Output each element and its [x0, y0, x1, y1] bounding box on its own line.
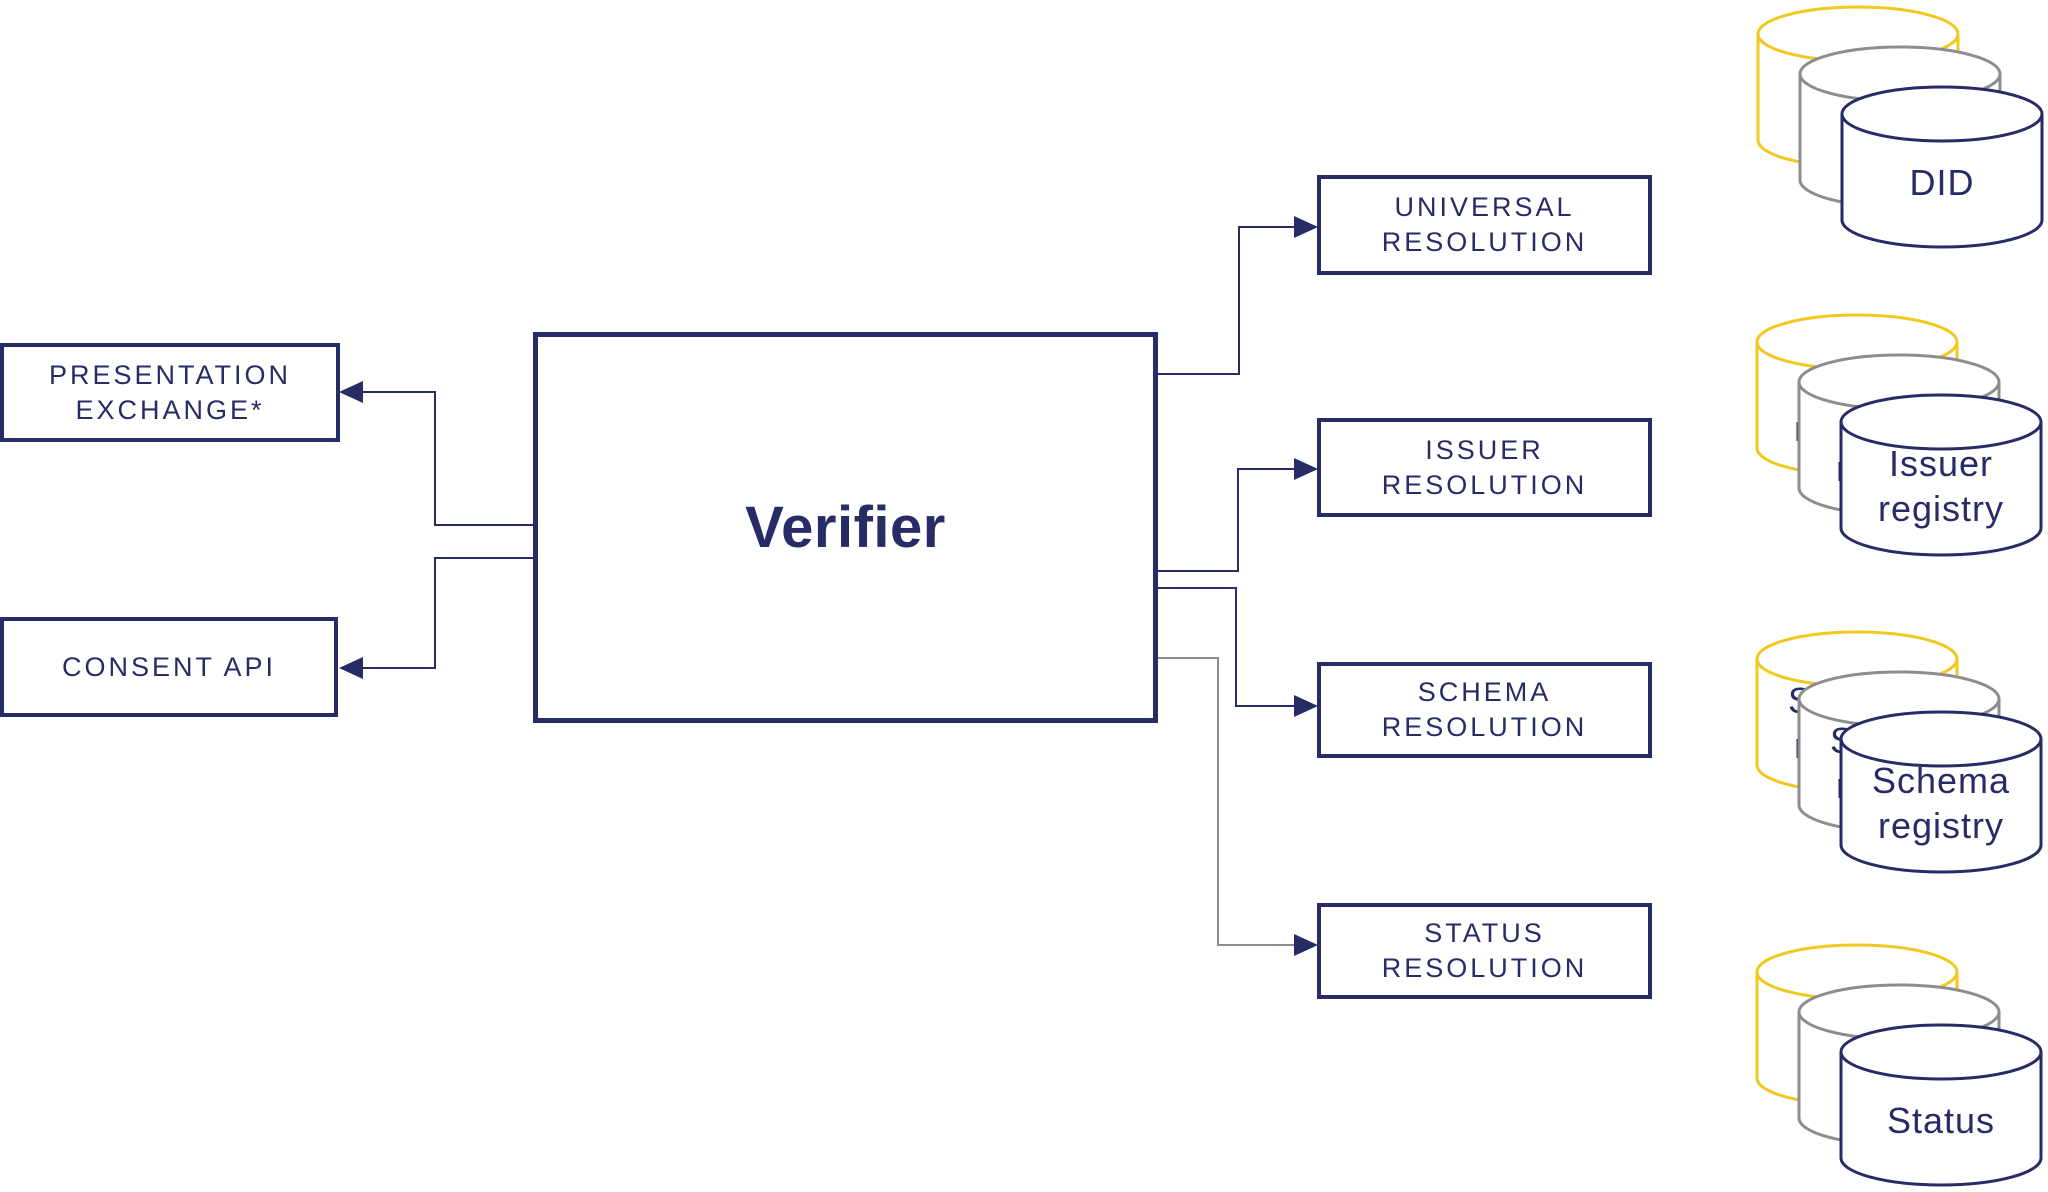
arrowhead-status-resolution-icon: [1294, 934, 1318, 956]
status-registry-stack: Status Status Status: [1755, 943, 2043, 1187]
did-registry-stack: DID DID DID: [1756, 5, 2044, 249]
issuer-registry-stack: Issuer registry Issuer registry Issuer r…: [1755, 313, 2043, 557]
presentation-exchange-box: PRESENTATION EXCHANGE*: [0, 343, 340, 442]
schema-registry-label-line1: Schema: [1872, 760, 2010, 801]
issuer-resolution-box: ISSUER RESOLUTION: [1317, 418, 1652, 517]
consent-api-box: CONSENT API: [0, 617, 338, 717]
status-resolution-label-line1: STATUS: [1424, 918, 1545, 948]
database-cylinder-icon: Status: [1839, 1023, 2043, 1187]
verifier-box: Verifier: [533, 332, 1158, 723]
database-cylinder-icon: Issuer registry: [1839, 393, 2043, 557]
presentation-exchange-label-line1: PRESENTATION: [48, 359, 292, 390]
connector-presentation-exchange: [362, 391, 533, 526]
schema-resolution-box: SCHEMA RESOLUTION: [1317, 662, 1652, 758]
issuer-resolution-label-line1: ISSUER: [1425, 434, 1544, 465]
arrowhead-universal-resolution-icon: [1294, 216, 1318, 238]
status-label: Status: [1887, 1100, 1995, 1141]
issuer-registry-label-line2: registry: [1878, 488, 2004, 529]
universal-resolution-label-line2: RESOLUTION: [1381, 227, 1588, 257]
arrowhead-issuer-resolution-icon: [1294, 458, 1318, 480]
connector-issuer-resolution: [1158, 468, 1295, 572]
arrowhead-consent-api-icon: [339, 657, 363, 679]
presentation-exchange-label-line2: EXCHANGE*: [75, 394, 265, 425]
connector-schema-resolution: [1158, 587, 1295, 707]
issuer-resolution-label-line2: RESOLUTION: [1381, 469, 1588, 500]
arrowhead-presentation-exchange-icon: [339, 381, 363, 403]
did-label: DID: [1910, 162, 1975, 203]
universal-resolution-label-line1: UNIVERSAL: [1394, 192, 1575, 222]
connector-universal-resolution: [1158, 226, 1295, 375]
database-cylinder-icon: Schema registry: [1839, 710, 2043, 874]
verifier-label: Verifier: [745, 495, 946, 560]
consent-api-label: CONSENT API: [61, 651, 277, 682]
schema-resolution-label-line2: RESOLUTION: [1381, 712, 1588, 742]
schema-registry-stack: Schema registry Schema registry Schema r…: [1755, 630, 2043, 874]
schema-resolution-label-line1: SCHEMA: [1417, 677, 1552, 707]
connector-status-resolution: [1158, 657, 1295, 946]
status-resolution-box: STATUS RESOLUTION: [1317, 903, 1652, 999]
schema-registry-label-line2: registry: [1878, 805, 2004, 846]
issuer-registry-label-line1: Issuer: [1889, 443, 1993, 484]
status-resolution-label-line2: RESOLUTION: [1381, 953, 1588, 983]
arrowhead-schema-resolution-icon: [1294, 695, 1318, 717]
database-cylinder-icon: DID: [1840, 85, 2044, 249]
connector-consent-api: [362, 557, 533, 669]
universal-resolution-box: UNIVERSAL RESOLUTION: [1317, 175, 1652, 275]
